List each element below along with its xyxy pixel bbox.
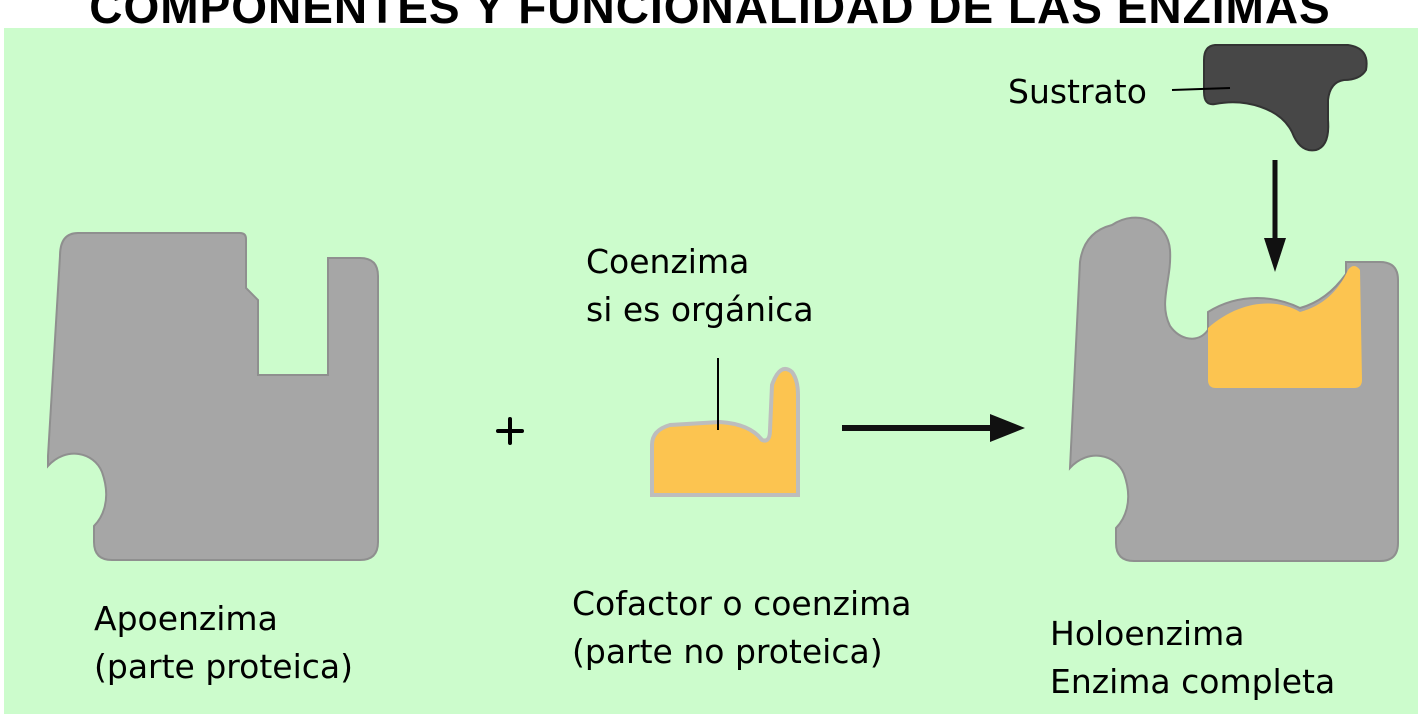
cofactor-label-line2: (parte no proteica) <box>572 632 883 671</box>
sustrato-label: Sustrato <box>1008 68 1147 116</box>
coenzima-label-line2: si es orgánica <box>586 290 814 329</box>
coenzima-label: Coenzima si es orgánica <box>586 238 814 334</box>
sustrato-label-text: Sustrato <box>1008 72 1147 111</box>
holoenzima-shape <box>1068 216 1399 562</box>
holoenzima-label-line1: Holoenzima <box>1050 614 1245 653</box>
plus-sign <box>496 417 524 445</box>
cofactor-label-line1: Cofactor o coenzima <box>572 584 912 623</box>
cofactor-shape <box>650 367 800 497</box>
cofactor-label: Cofactor o coenzima (parte no proteica) <box>572 580 912 676</box>
apoenzima-label-line1: Apoenzima <box>94 599 278 638</box>
holoenzima-cofactor <box>1208 266 1362 388</box>
apoenzima-label: Apoenzima (parte proteica) <box>94 595 353 691</box>
coenzima-label-line1: Coenzima <box>586 242 750 281</box>
sustrato-shape <box>1203 44 1368 152</box>
sustrato-pointer-line <box>1171 87 1231 91</box>
reaction-arrow <box>842 414 1025 442</box>
diagram-title: COMPONENTES Y FUNCIONALIDAD DE LAS ENZIM… <box>89 0 1331 33</box>
holoenzima-label: Holoenzima Enzima completa <box>1050 610 1335 706</box>
apoenzima-label-line2: (parte proteica) <box>94 647 353 686</box>
holoenzima-label-line2: Enzima completa <box>1050 662 1336 701</box>
apoenzima-shape <box>47 232 379 561</box>
binding-arrow <box>1264 160 1286 272</box>
